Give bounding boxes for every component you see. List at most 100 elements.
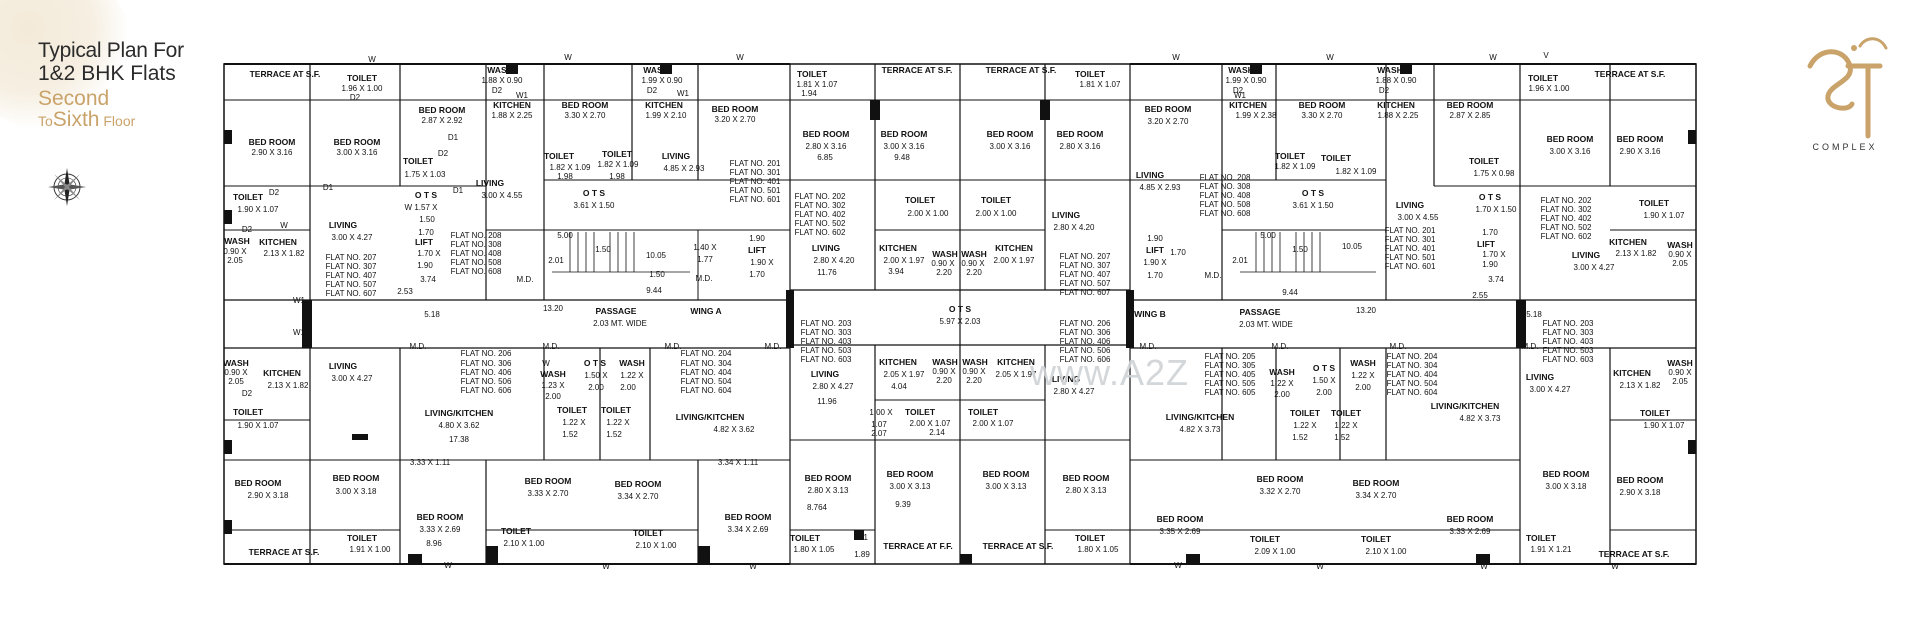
plan-label: 3.61 X 1.50	[574, 201, 615, 210]
plan-label: D2	[1233, 86, 1244, 95]
plan-label: 1.88 X 2.25	[1378, 111, 1419, 120]
plan-label: FLAT NO. 207	[326, 253, 377, 262]
plan-label: 2.00 X 1.00	[976, 209, 1017, 218]
plan-label: 2.09 X 1.00	[1255, 547, 1296, 556]
plan-label: BED ROOM	[987, 129, 1034, 139]
plan-label: TERRACE AT S.F.	[1599, 549, 1670, 559]
plan-label: 5.18	[424, 310, 440, 319]
plan-label: FLAT NO. 608	[1200, 209, 1251, 218]
plan-label: 1.81 X 1.07	[797, 80, 838, 89]
plan-label: TOILET	[501, 526, 532, 536]
plan-label: FLAT NO. 206	[461, 349, 512, 358]
plan-label: WING A	[690, 306, 721, 316]
plan-label: W	[1480, 562, 1488, 571]
plan-label: 2.05 X 1.97	[884, 370, 925, 379]
plan-label: 2.00	[545, 392, 561, 401]
plan-label: O T S	[1302, 188, 1325, 198]
plan-label: TOILET	[1331, 408, 1362, 418]
plan-label: W	[542, 359, 550, 368]
plan-label: FLAT NO. 208	[1200, 173, 1251, 182]
plan-label: BED ROOM	[525, 476, 572, 486]
plan-label: TOILET	[544, 151, 575, 161]
plan-label: BED ROOM	[249, 137, 296, 147]
plan-label: BED ROOM	[887, 469, 934, 479]
plan-label: 1.89	[854, 550, 870, 559]
plan-label: 1.77	[697, 255, 713, 264]
plan-label: FLAT NO. 607	[326, 289, 377, 298]
plan-label: KITCHEN	[493, 100, 531, 110]
plan-label: 5.00	[1260, 231, 1276, 240]
plan-label: FLAT NO. 301	[730, 168, 781, 177]
plan-label: 1.99 X 0.90	[642, 76, 683, 85]
plan-label: LIVING	[812, 243, 841, 253]
plan-label: BED ROOM	[419, 105, 466, 115]
plan-label: 3.34 X 2.69	[728, 525, 769, 534]
plan-label: 2.00	[1274, 390, 1290, 399]
plan-label: FLAT NO. 508	[451, 258, 502, 267]
plan-label: FLAT NO. 305	[1205, 361, 1256, 370]
plan-label: WASH	[1377, 65, 1403, 75]
plan-label: M.D.	[696, 274, 713, 283]
plan-label: BED ROOM	[1057, 129, 1104, 139]
plan-label: 1.90	[749, 234, 765, 243]
plan-label: WASH	[1667, 358, 1693, 368]
plan-label: TERRACE AT F.F.	[883, 541, 952, 551]
plan-label: 1.22 X	[620, 371, 644, 380]
plan-label: 2.13 X 1.82	[268, 381, 309, 390]
plan-label: D2	[269, 188, 280, 197]
plan-label: 1.96 X 1.00	[1529, 84, 1570, 93]
plan-label: 13.20	[543, 304, 564, 313]
plan-label: WASH	[1667, 240, 1693, 250]
plan-label: KITCHEN	[263, 368, 301, 378]
plan-label: 2.01	[1232, 256, 1248, 265]
plan-label: FLAT NO. 402	[795, 210, 846, 219]
plan-label: KITCHEN	[879, 243, 917, 253]
plan-label: W	[1611, 562, 1619, 571]
plan-label: TOILET	[602, 149, 633, 159]
plan-label: WASH	[932, 357, 958, 367]
plan-label: 5.97 X 2.03	[940, 317, 981, 326]
plan-label: 3.00 X 4.27	[332, 233, 373, 242]
plan-label: FLAT NO. 404	[681, 368, 732, 377]
plan-label: 2.13 X 1.82	[1620, 381, 1661, 390]
plan-label: FLAT NO. 603	[1543, 355, 1594, 364]
plan-label: 2.55	[1472, 291, 1488, 300]
plan-label: W	[444, 561, 452, 570]
plan-label: M.D.	[1205, 271, 1222, 280]
plan-label: TOILET	[1639, 198, 1670, 208]
plan-label: W1	[293, 296, 306, 305]
plan-label: LIVING	[329, 361, 358, 371]
plan-label: LIVING/KITCHEN	[425, 408, 493, 418]
plan-label: 1.91 X 1.21	[1531, 545, 1572, 554]
plan-label: WASH	[487, 65, 513, 75]
plan-label: 1.99 X 2.10	[646, 111, 687, 120]
plan-label: BED ROOM	[1299, 100, 1346, 110]
plan-label: FLAT NO. 604	[1387, 388, 1438, 397]
plan-label: 2.00 X 1.97	[884, 256, 925, 265]
plan-label: FLAT NO. 307	[1060, 261, 1111, 270]
plan-label: M.D.	[1140, 342, 1157, 351]
plan-label: 1.70	[1147, 271, 1163, 280]
plan-label: 1.70 X 1.50	[1476, 205, 1517, 214]
plan-label: LIFT	[748, 245, 767, 255]
plan-label: 4.82 X 3.73	[1460, 414, 1501, 423]
plan-label: WASH	[223, 358, 249, 368]
plan-label: BED ROOM	[983, 469, 1030, 479]
plan-label: 9.39	[895, 500, 911, 509]
plan-label: TOILET	[1075, 69, 1106, 79]
plan-label: WASH	[1350, 358, 1376, 368]
plan-label: FLAT NO. 504	[681, 377, 732, 386]
plan-label: 1.50	[419, 215, 435, 224]
plan-label: 1.50	[595, 245, 611, 254]
plan-label: TOILET	[1361, 534, 1392, 544]
plan-label: W1	[293, 328, 306, 337]
plan-label: 6.85	[817, 153, 833, 162]
plan-label: 2.14	[929, 428, 945, 437]
compass-icon	[48, 168, 86, 206]
plan-label: WASH	[961, 249, 987, 259]
plan-label: 1.22 X	[1334, 421, 1358, 430]
plan-label: 2.10 X 1.00	[636, 541, 677, 550]
plan-label: BED ROOM	[1617, 134, 1664, 144]
